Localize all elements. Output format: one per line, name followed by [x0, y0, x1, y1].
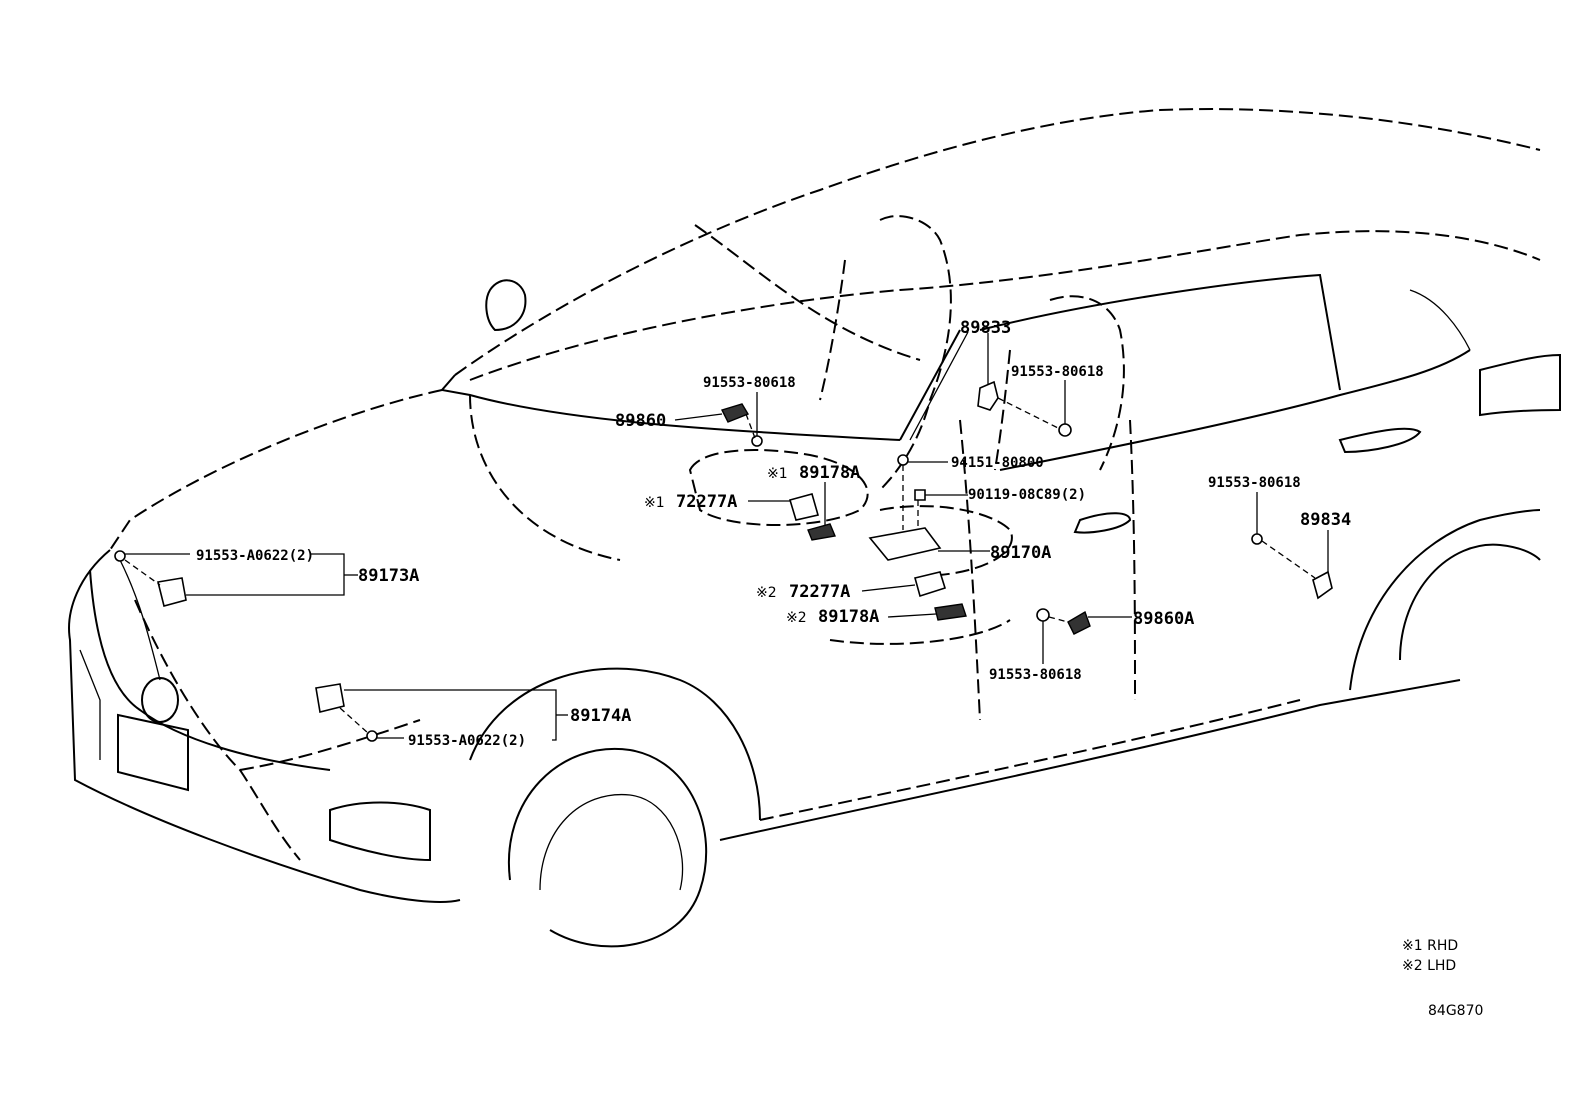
label-91553-80618-r: 91553-80618 — [1208, 475, 1301, 491]
label-r2-mark: ※2 — [756, 585, 777, 601]
legend: ※1 RHD ※2 LHD — [1402, 938, 1458, 974]
part-labels: 89833 91553-80618 91553-80618 89860 9415… — [196, 318, 1351, 749]
label-90119-08C89: 90119-08C89(2) — [968, 487, 1086, 503]
label-94151-80800: 94151-80800 — [951, 455, 1044, 471]
label-89173A: 89173A — [358, 566, 419, 586]
label-89178A-rhd: 89178A — [799, 463, 860, 483]
label-r1-mark-b: ※1 — [644, 495, 665, 511]
diagram-code: 84G870 — [1428, 1003, 1483, 1019]
label-72277A-rhd: 72277A — [676, 492, 737, 512]
label-91553-A0622-b: 91553-A0622(2) — [408, 733, 526, 749]
label-r1-mark: ※1 — [767, 466, 788, 482]
label-89833: 89833 — [960, 318, 1011, 338]
car-body-outline — [68, 108, 1561, 948]
part-symbols — [114, 380, 1333, 742]
legend-lhd: ※2 LHD — [1402, 958, 1456, 974]
label-91553-80618-tr: 91553-80618 — [1011, 364, 1104, 380]
label-89174A: 89174A — [570, 706, 631, 726]
legend-rhd: ※1 RHD — [1402, 938, 1458, 954]
label-r2-mark-b: ※2 — [786, 610, 807, 626]
label-72277A-lhd: 72277A — [789, 582, 850, 602]
label-91553-A0622-a: 91553-A0622(2) — [196, 548, 314, 564]
leader-lines — [124, 333, 1329, 741]
label-89178A-lhd: 89178A — [818, 607, 879, 627]
label-91553-80618-tl: 91553-80618 — [703, 375, 796, 391]
label-89834: 89834 — [1300, 510, 1351, 530]
seat-outlines — [688, 215, 1125, 645]
label-91553-80618-b: 91553-80618 — [989, 667, 1082, 683]
label-89860: 89860 — [615, 411, 666, 431]
label-89860A: 89860A — [1133, 609, 1194, 629]
label-89170A: 89170A — [990, 543, 1051, 563]
